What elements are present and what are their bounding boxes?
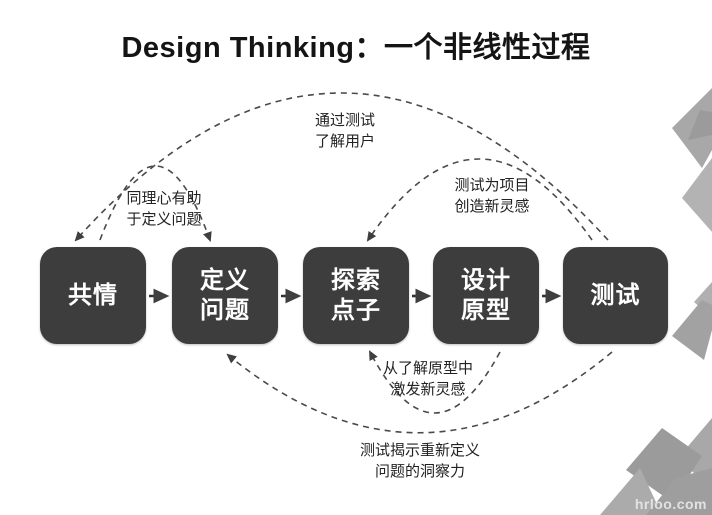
- decor-mid-right: [672, 282, 712, 360]
- stage-prototype: 设计 原型: [433, 247, 539, 344]
- stage-prototype-label: 设计 原型: [461, 267, 511, 324]
- stage-ideate: 探索 点子: [303, 247, 409, 344]
- label-tests-create-ideas: 测试为项目 创造新灵感: [454, 177, 530, 215]
- stage-define-label: 定义 问题: [200, 267, 250, 324]
- stage-empathize-label: 共情: [68, 281, 118, 309]
- stage-test-label: 测试: [590, 281, 641, 309]
- feedback-arrow-test-to-ideate: [366, 158, 593, 242]
- label-learn-about-users: 通过测试 了解用户: [314, 112, 376, 150]
- decor-top-right: [672, 88, 712, 232]
- feedback-arrow-test-to-empathize: [74, 92, 609, 242]
- watermark: hrloo.com: [634, 496, 707, 512]
- feedback-arrow-test-to-define: [226, 351, 613, 434]
- label-empathy-helps-define: 同理心有助 于定义问题: [126, 190, 202, 228]
- label-tests-reveal-insights: 测试揭示重新定义 问题的洞察力: [359, 442, 481, 480]
- feedback-arrows: [74, 92, 613, 434]
- stage-test: 测试: [563, 247, 668, 344]
- decor-bottom-right: [600, 418, 712, 515]
- stage-define: 定义 问题: [172, 247, 278, 344]
- page-title: Design Thinking：一个非线性过程: [121, 32, 591, 64]
- label-prototypes-spark-ideas: 从了解原型中 激发新灵感: [382, 360, 474, 398]
- feedback-arrow-empathize-to-define: [99, 165, 212, 242]
- feedback-arrow-prototype-to-ideate: [369, 350, 501, 414]
- stage-ideate-label: 探索 点子: [331, 267, 381, 324]
- stage-empathize: 共情: [40, 247, 146, 344]
